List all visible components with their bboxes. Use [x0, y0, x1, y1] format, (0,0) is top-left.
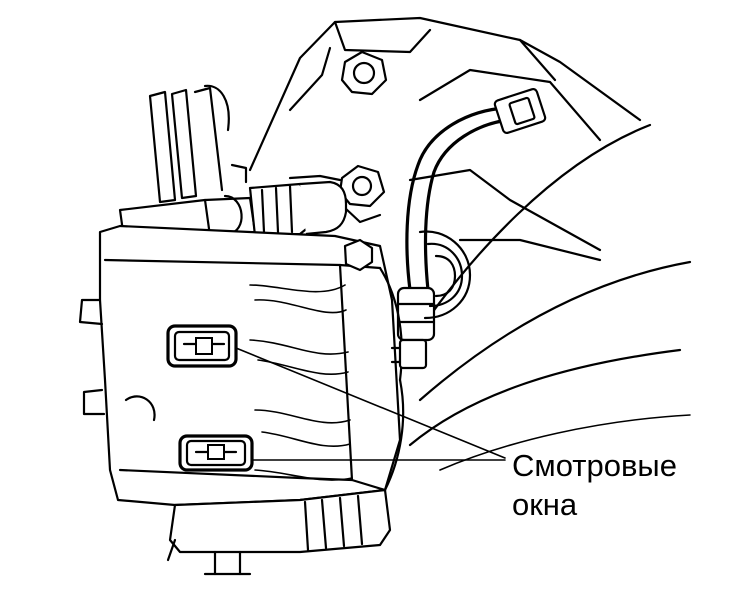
inspection-window-upper: [166, 324, 238, 368]
upright-ribs: [148, 84, 248, 204]
brake-hose: [396, 87, 547, 342]
knuckle: [248, 16, 642, 262]
inspection-windows-label: Смотровые окна: [512, 446, 677, 524]
leader-lines: [235, 347, 506, 461]
caliper-body: [78, 224, 405, 507]
callout-line-1: Смотровые: [512, 448, 677, 483]
knuckle-bolts: [338, 50, 388, 224]
dust-boot: [418, 230, 472, 320]
callout-line-2: окна: [512, 487, 578, 522]
inspection-window-lower: [178, 434, 254, 472]
piston-housing: [166, 488, 392, 576]
mount-bolt: [390, 338, 428, 370]
disc-arcs: [398, 123, 692, 471]
